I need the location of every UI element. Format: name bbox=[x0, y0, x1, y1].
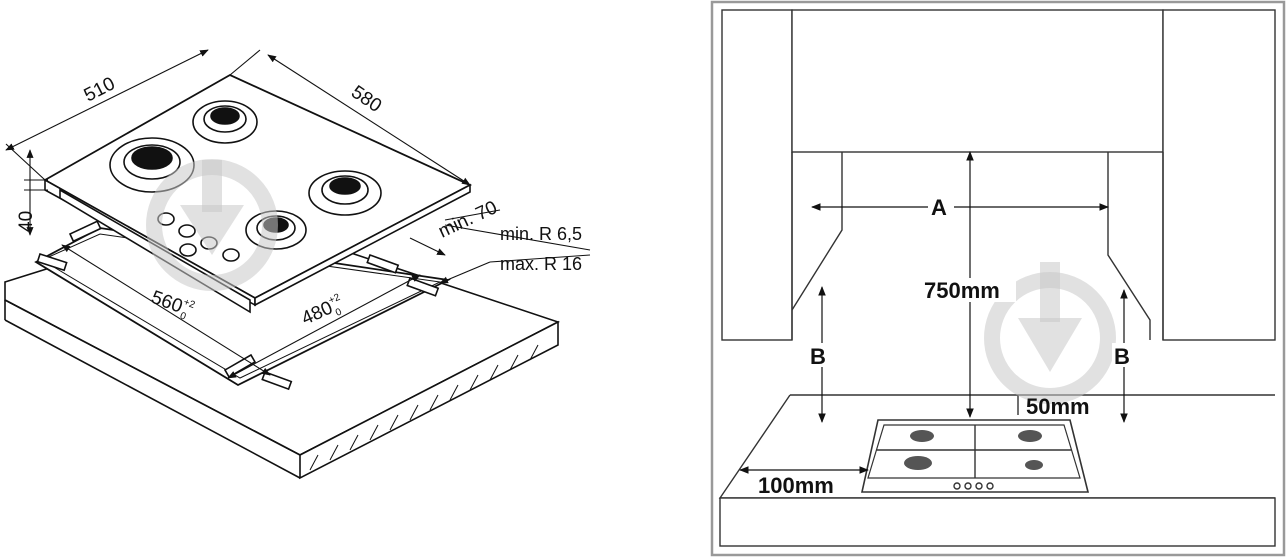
front-gap-label: 100mm bbox=[758, 473, 834, 498]
cutout-width-label: 560+20 bbox=[147, 286, 196, 324]
radius-max-label: max. R 16 bbox=[500, 254, 582, 274]
countertop-hatching bbox=[309, 344, 539, 471]
watermark-logo-right bbox=[984, 262, 1116, 404]
watermark-logo-left bbox=[146, 159, 278, 291]
dim-height-label: 40 bbox=[16, 211, 37, 232]
right-dimension-labels: A 750mm B B 50mm 100mm bbox=[758, 195, 1136, 498]
label-b-right: B bbox=[1114, 344, 1130, 369]
label-b-left: B bbox=[810, 344, 826, 369]
height-hood-label: 750mm bbox=[924, 278, 1000, 303]
right-wall-cabinet bbox=[1162, 9, 1276, 341]
left-wall-cabinet bbox=[721, 9, 793, 341]
right-countertop-front bbox=[719, 497, 1276, 547]
dim-depth-label: 580 bbox=[347, 82, 385, 117]
side-gap-label: 50mm bbox=[1026, 394, 1090, 419]
hood-cabinet bbox=[791, 9, 1164, 153]
right-hob bbox=[861, 419, 1090, 493]
burner-large bbox=[109, 137, 195, 193]
radius-min-label: min. R 6,5 bbox=[500, 224, 582, 244]
right-kitchen-drawing bbox=[710, 0, 1286, 557]
label-a: A bbox=[931, 195, 947, 220]
left-dimension-lines bbox=[5, 49, 591, 379]
dim-width-label: 510 bbox=[81, 73, 119, 106]
